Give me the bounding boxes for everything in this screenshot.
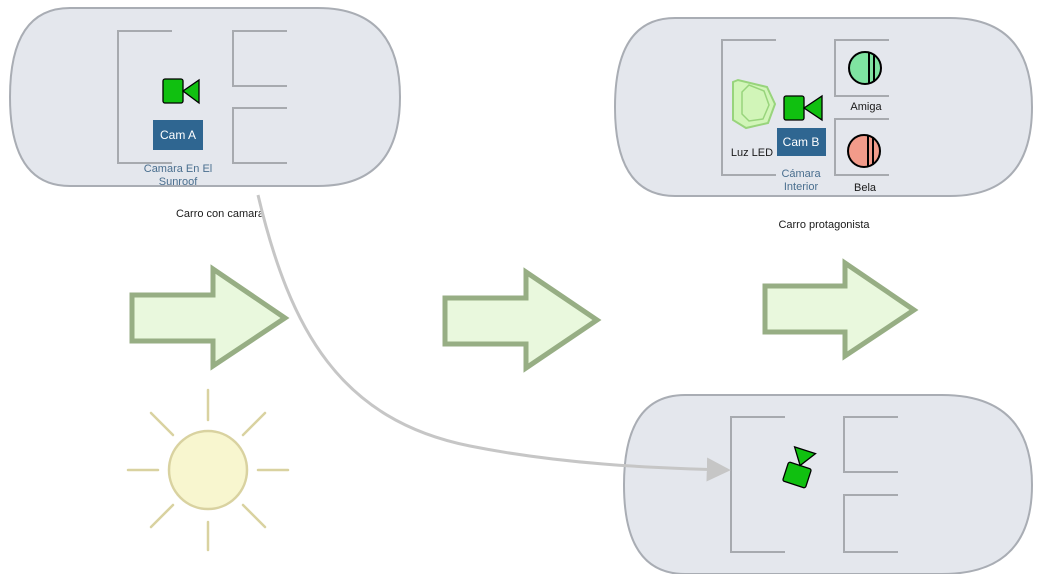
- bottom-car-front-seat-top: [843, 416, 898, 473]
- camera-icon: [783, 94, 823, 122]
- protagonist-car-caption: Carro protagonista: [778, 219, 870, 231]
- cam-a-caption-line2: Sunroof: [159, 176, 198, 188]
- bottom-car: [622, 394, 1034, 574]
- cam-a-caption-line1: Camara En El: [144, 163, 212, 175]
- right-arrow-icon: [129, 264, 290, 371]
- cam-a-badge: [153, 120, 203, 150]
- cam-b-caption-line1: Cámara: [781, 168, 821, 180]
- cam-b-badge: [777, 128, 826, 156]
- protagonist-car-front-seat-bottom: [834, 118, 889, 176]
- protagonist-car-rear-seat: [721, 39, 776, 176]
- cam-a-badge-label: Cam A: [160, 128, 196, 142]
- person-icon-amiga: [848, 51, 882, 85]
- cam-b-caption-line2: Interior: [784, 181, 819, 193]
- cam-b-badge-label: Cam B: [783, 135, 820, 149]
- bottom-car-front-seat-bottom: [843, 494, 898, 553]
- person-label-bela: Bela: [854, 182, 877, 194]
- led-light-icon: [732, 78, 777, 130]
- camera-car-front-seat-top: [232, 30, 287, 87]
- protagonist-car-body: [613, 17, 1034, 197]
- person-label-amiga: Amiga: [850, 101, 882, 113]
- camera-travel-path: [256, 194, 731, 482]
- right-arrow-icon: [442, 267, 602, 373]
- camera-icon: [782, 445, 817, 489]
- camera-car-caption: Carro con camara: [176, 208, 265, 220]
- camera-icon: [162, 78, 200, 105]
- camera-car: Cam A Camara En El Sunroof: [8, 7, 402, 188]
- bottom-car-rear-seat: [730, 416, 785, 553]
- sun-icon: [126, 388, 290, 552]
- protagonist-car: Luz LED Cam B Cámara Interior Amiga Bela: [613, 17, 1034, 197]
- camera-car-rear-seat: [117, 30, 172, 164]
- camera-car-body: [8, 7, 402, 187]
- right-arrow-icon: [762, 258, 919, 361]
- camera-car-front-seat-bottom: [232, 107, 287, 164]
- person-icon-bela: [847, 134, 881, 168]
- protagonist-car-front-seat-top: [834, 39, 889, 97]
- led-label: Luz LED: [731, 147, 773, 159]
- bottom-car-body: [622, 394, 1034, 574]
